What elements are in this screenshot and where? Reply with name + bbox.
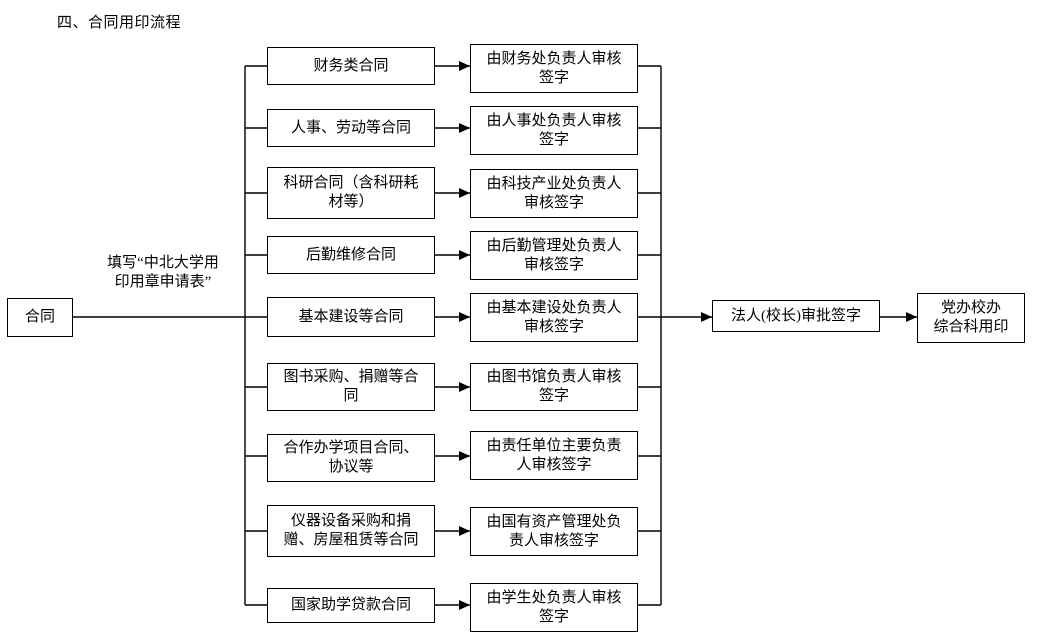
review-node: 由后勤管理处负责人 审核签字	[470, 231, 638, 280]
review-node: 由学生处负责人审核 签字	[470, 583, 638, 632]
contract-type-node: 国家助学贷款合同	[267, 588, 435, 623]
contract-type-node: 合作办学项目合同、 协议等	[267, 434, 435, 482]
contract-type-node: 基本建设等合同	[267, 297, 435, 337]
contract-type-node: 财务类合同	[267, 47, 435, 85]
review-node: 由人事处负责人审核 签字	[470, 106, 638, 155]
annotation-fill-application-form: 填写“中北大学用 印用章申请表”	[107, 255, 219, 290]
review-node: 由图书馆负责人审核 签字	[470, 363, 638, 411]
contract-type-node: 仪器设备采购和捐 赠、房屋租赁等合同	[267, 505, 435, 557]
page-title: 四、合同用印流程	[57, 15, 182, 31]
review-node: 由责任单位主要负责 人审核签字	[470, 431, 638, 480]
review-node: 由科技产业处负责人 审核签字	[470, 169, 638, 218]
contract-type-node: 人事、劳动等合同	[267, 109, 435, 147]
review-node: 由国有资产管理处负 责人审核签字	[470, 507, 638, 556]
approval-node: 法人(校长)审批签字	[712, 300, 880, 332]
seal-node: 党办校办 综合科用印	[917, 293, 1025, 343]
review-node: 由财务处负责人审核 签字	[470, 44, 638, 93]
review-node: 由基本建设处负责人 审核签字	[470, 293, 638, 342]
contract-type-node: 后勤维修合同	[267, 236, 435, 274]
contract-type-node: 科研合同（含科研耗 材等）	[267, 167, 435, 219]
contract-type-node: 图书采购、捐赠等合 同	[267, 363, 435, 411]
start-node-contract: 合同	[7, 298, 73, 337]
